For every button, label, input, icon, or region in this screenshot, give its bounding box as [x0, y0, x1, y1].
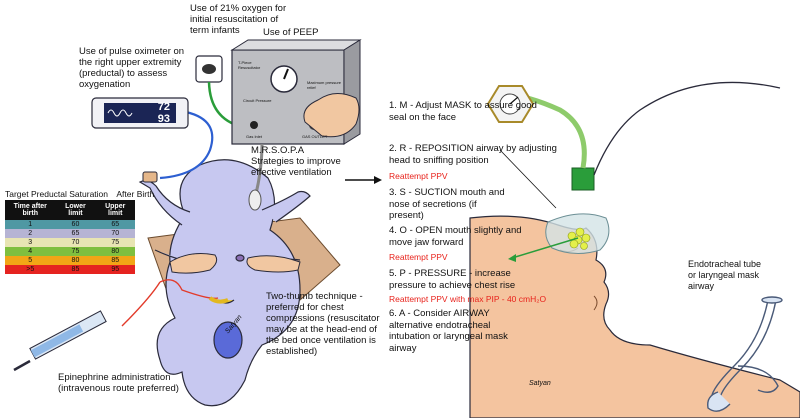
step-m: 1. M - Adjust MASK to assure good seal o…	[389, 100, 537, 123]
left-hand	[169, 253, 218, 274]
step-a: 6. A - Consider AIRWAY alternative endot…	[389, 308, 508, 354]
saturation-cell-time: 4	[28, 248, 33, 255]
step-p: 5. P - PRESSURE - increase pressure to a…	[389, 268, 516, 291]
saturation-cell-time: 3	[28, 239, 33, 246]
saturation-cell-lower: 65	[71, 230, 80, 237]
saturation-row: 3 70 75	[5, 238, 135, 247]
saturation-cell-time: 2	[28, 230, 33, 237]
resuscitator-gas-inlet: Gas Inlet	[246, 134, 263, 139]
oximeter-screen	[104, 103, 176, 123]
saturation-row: 4 75 80	[5, 247, 135, 256]
epinephrine-label: Epinephrine administration (intravenous …	[58, 372, 179, 394]
saturation-cell-upper: 75	[111, 239, 120, 246]
hand-on-peep	[303, 93, 360, 138]
epinephrine-syringe	[13, 279, 219, 372]
saturation-cell-upper: 95	[111, 266, 120, 273]
peep-label: Use of PEEP	[263, 27, 319, 38]
step-s: 3. S - SUCTION mouth and nose of secreti…	[389, 187, 505, 221]
oximeter-reading-bottom: 93	[157, 113, 170, 125]
suction-catheter	[593, 81, 781, 176]
resuscitator-relief-label: Maximum pressure relief	[307, 80, 342, 90]
secretions	[567, 227, 591, 250]
oximeter-reading-top: 72	[157, 101, 170, 113]
saturation-cell-time: 5	[28, 257, 33, 264]
saturation-cell-lower: 80	[71, 257, 80, 264]
mrsopa-label: M.R.S.O.P.A Strategies to improve effect…	[251, 145, 341, 178]
saturation-row: 2 65 70	[5, 229, 135, 238]
step-r-note: Reattempt PPV	[389, 171, 448, 181]
endotracheal-tube	[707, 296, 783, 412]
saturation-row: 5 80 85	[5, 256, 135, 265]
saturation-table-title: Target Preductal Saturation After Birth	[5, 189, 155, 199]
jaw-arrow	[511, 237, 579, 259]
signature-right: Satyan	[529, 380, 551, 387]
mask-connector	[571, 167, 595, 191]
pointer-line	[499, 149, 557, 209]
umbilical-stub	[208, 296, 229, 304]
oxygen-label: Use of 21% oxygen for initial resuscitat…	[190, 3, 287, 36]
step-p-note: Reattempt PPV with max PIP - 40 cmH₂O	[389, 294, 547, 304]
right-hand	[246, 255, 301, 273]
saturation-cell-upper: 70	[111, 230, 120, 237]
saturation-cell-lower: 70	[71, 239, 80, 246]
two-thumb-label: Two-thumb technique - preferred for ches…	[266, 291, 380, 357]
oximeter-probe	[142, 171, 158, 183]
saturation-cell-upper: 85	[111, 257, 120, 264]
resuscitator-pressure-label: Circuit Pressure	[243, 98, 272, 103]
saturation-cell-lower: 85	[71, 266, 80, 273]
saturation-cell-lower: 75	[71, 248, 80, 255]
pulse-oximeter-label: Use of pulse oximeter on the right upper…	[79, 46, 185, 90]
saturation-row: 1 60 65	[5, 220, 135, 229]
saturation-cell-time: 1	[28, 221, 33, 228]
resuscitator-name: T-Piece Resuscitator	[238, 60, 261, 70]
step-o: 4. O - OPEN mouth slightly and move jaw …	[389, 225, 522, 248]
step-o-note: Reattempt PPV	[389, 252, 448, 262]
saturation-cell-lower: 60	[71, 221, 80, 228]
oximeter-cable	[159, 110, 214, 180]
saturation-header-1: Lower limit	[55, 200, 96, 220]
endotracheal-label: Endotracheal tube or laryngeal mask airw…	[688, 259, 762, 291]
saturation-cell-upper: 80	[111, 248, 120, 255]
saturation-row: >5 85 95	[5, 265, 135, 274]
step-r: 2. R - REPOSITION airway by adjusting he…	[389, 143, 557, 166]
saturation-cell-time: >5	[26, 266, 35, 273]
saturation-cell-upper: 65	[111, 221, 120, 228]
saturation-header-2: Upper limit	[95, 200, 135, 220]
saturation-header-0: Time after birth	[5, 200, 56, 220]
resuscitator-gas-outlet: GAS OUTLET	[302, 134, 328, 139]
infant-figure	[138, 159, 311, 407]
